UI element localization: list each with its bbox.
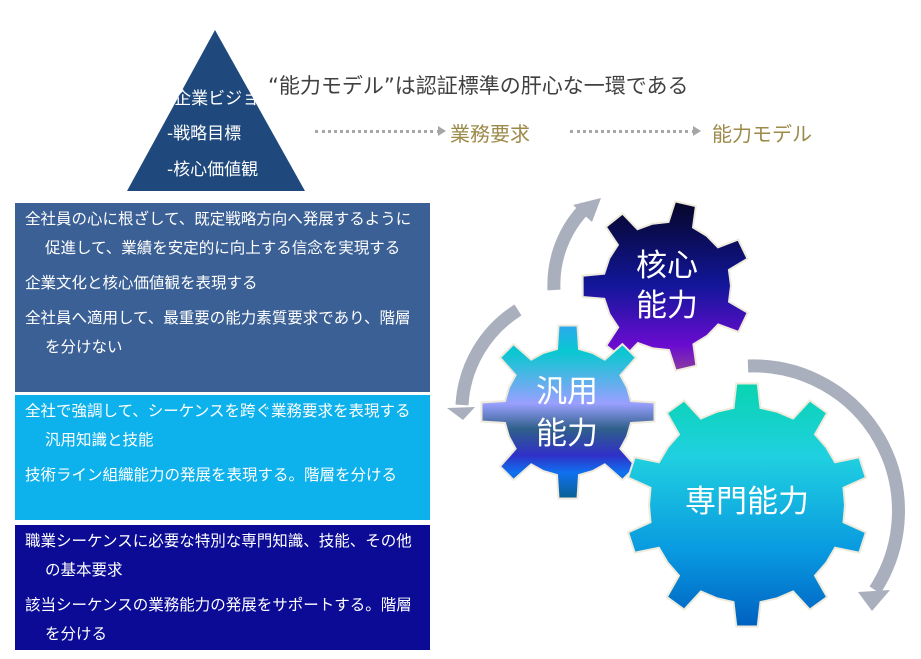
- core-description-box: 全社員の心に根ざして、既定戦略方向へ発展するように促進して、業績を安定的に向上す…: [15, 203, 430, 392]
- flow-step-competency-model: 能力モデル: [712, 122, 812, 146]
- core-item: 全社員へ適用して、最重要の能力素質要求であり、階層を分けない: [25, 309, 411, 356]
- specialist-item: 該当シーケンスの業務能力の発展をサポートする。階層を分ける: [25, 596, 412, 643]
- dotted-arrow-1: [315, 130, 440, 133]
- specialist-description-box: 職業シーケンスに必要な特別な専門知識、技能、その他の基本要求 該当シーケンスの業…: [15, 525, 430, 650]
- pyramid-line-vision: -企業ビジョン: [168, 89, 263, 109]
- core-gear-label-1: 核心: [636, 248, 698, 284]
- pyramid-line-strategy: -戦略目標: [167, 124, 242, 144]
- general-item: 技術ライン組織能力の発展を表現する。階層を分ける: [25, 466, 398, 484]
- flow-step-business-requirements: 業務要求: [450, 122, 530, 146]
- arc-arrow-up: [547, 202, 591, 291]
- core-gear: [581, 200, 749, 372]
- general-item: 全社で強調して、シーケンスを跨ぐ業務要求を表現する汎用知識と技能: [25, 402, 411, 449]
- arc-arrow-right: [747, 359, 905, 594]
- core-item: 企業文化と核心価値観を表現する: [25, 274, 258, 292]
- general-description-box: 全社で強調して、シーケンスを跨ぐ業務要求を表現する汎用知識と技能 技術ライン組織…: [15, 395, 430, 520]
- arrowhead-2-icon: [693, 126, 701, 136]
- arrowhead-1-icon: [438, 126, 446, 136]
- arrowhead-up-icon: [573, 198, 601, 222]
- cycle-arrows: [455, 202, 905, 594]
- specialist-gear-label: 専門能力: [685, 484, 809, 520]
- arc-arrow-left: [455, 304, 522, 406]
- pyramid-line-values: -核心価値観: [167, 160, 259, 180]
- specialist-item: 職業シーケンスに必要な特別な専門知識、技能、その他の基本要求: [25, 532, 412, 579]
- dotted-arrow-2: [570, 130, 695, 133]
- arrowhead-left-icon: [447, 407, 475, 420]
- core-gear-label-2: 能力: [636, 288, 698, 324]
- general-gear-label-1: 汎用: [536, 374, 598, 410]
- headline: “能力モデル”は認証標準の肝心な一環である: [268, 74, 689, 98]
- arrowhead-right-icon: [858, 590, 890, 611]
- core-item: 全社員の心に根ざして、既定戦略方向へ発展するように促進して、業績を安定的に向上す…: [25, 210, 412, 257]
- general-gear-label-2: 能力: [536, 416, 598, 452]
- general-gear: [480, 324, 656, 500]
- specialist-gear: [626, 382, 868, 628]
